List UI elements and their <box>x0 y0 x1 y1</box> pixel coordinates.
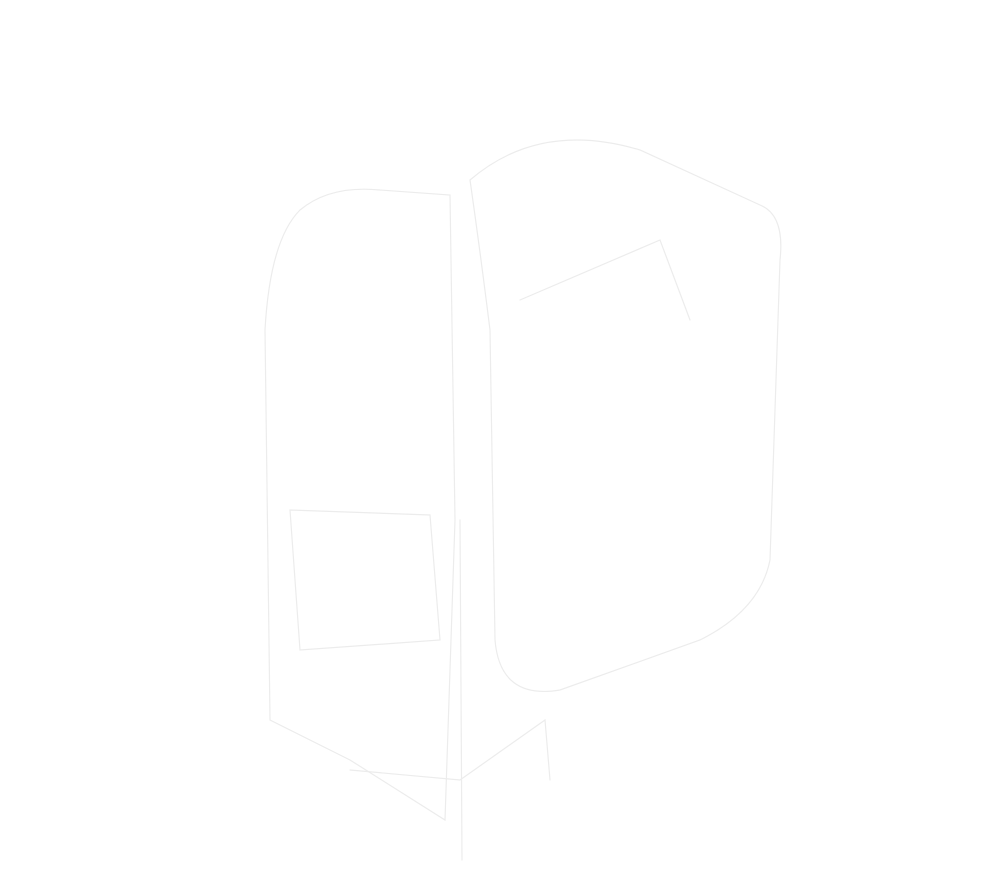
sketch-right-panel-outline <box>469 139 782 692</box>
sketch-inner-box <box>289 509 441 651</box>
sketch-lower-mark <box>349 718 551 781</box>
sketch-diagonal-line <box>519 239 691 321</box>
sketch-vertical-line <box>459 519 463 861</box>
sketch-left-column-outline <box>264 188 456 822</box>
